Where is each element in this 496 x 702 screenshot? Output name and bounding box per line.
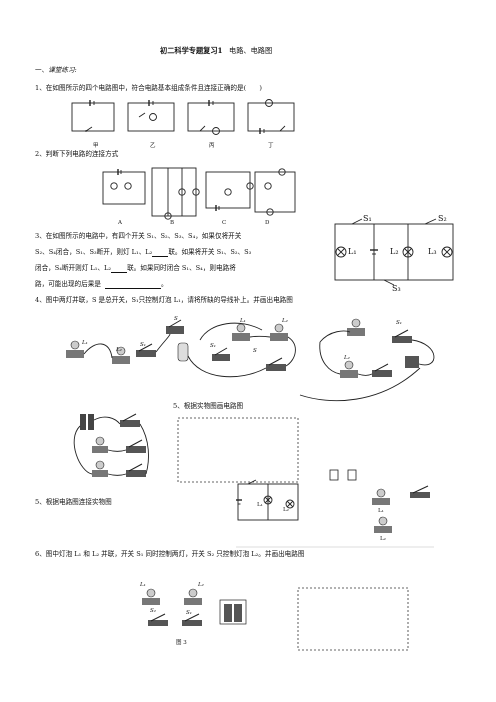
q4-label-l1-b: L₁: [240, 318, 246, 324]
answer-blank-2[interactable]: [111, 265, 128, 273]
q4-label-s-a: S: [174, 316, 178, 322]
answer-blank-3[interactable]: [104, 281, 161, 289]
question-1: 1、在如图所示的四个电路图中，符合电路基本组成条件且连接正确的是( ): [35, 84, 262, 92]
section-heading: 一、课堂练习:: [35, 66, 77, 74]
q1-label-ding: 丁: [268, 143, 274, 149]
q4-label-l2-b: L₂: [282, 318, 288, 324]
answer-blank-1[interactable]: [152, 249, 169, 257]
q3-label-l1: L₁: [348, 247, 357, 256]
circuit-b: [151, 167, 200, 220]
q3-label-s2: S₂: [438, 214, 447, 223]
q4-label-l1-a: L₁: [82, 340, 88, 346]
q4-label-s1-b: S₁: [210, 343, 216, 349]
q2-label-a: A: [118, 220, 122, 226]
question-2: 2、判断下列电路的连接方式: [35, 150, 119, 158]
circuit-c: [205, 171, 254, 211]
question-5a: 5、根据实物图画电路图: [173, 402, 244, 410]
page-title: 初二科学专题复习1 电路、电路图: [160, 46, 273, 55]
circuit-d: [254, 168, 296, 216]
q2-label-c: C: [222, 220, 227, 226]
q5b-object-label-l2: L₂: [380, 536, 386, 542]
figure-caption: 图 3: [176, 640, 187, 646]
circuit-ding: [247, 99, 295, 134]
q6-label-l1: L₁: [140, 582, 146, 588]
q1-label-bing: 丙: [209, 143, 215, 149]
q3-label-s3: S₃: [392, 284, 401, 293]
q4-label-s1-c: S₁: [396, 320, 402, 326]
q3-label-l2: L₂: [390, 247, 399, 256]
circuit-jia: [71, 100, 115, 132]
q3-label-s1: S₁: [363, 214, 372, 223]
circuit-bing: [187, 100, 235, 135]
q1-label-yi: 乙: [150, 143, 156, 149]
q4-label-s-b: S: [253, 348, 257, 354]
q4-label-l2-a: L₂: [116, 347, 122, 353]
q6-label-s2: S₂: [150, 608, 156, 614]
circuit-yi: [127, 100, 175, 132]
q2-label-d: D: [265, 220, 270, 226]
question-3-line-4: 路，可能出现的后果是。: [35, 280, 168, 289]
q5b-label-l2: L₂: [283, 507, 289, 513]
q6-label-l2: L₂: [198, 582, 204, 588]
q4-label-l2-c: L₂: [344, 355, 350, 361]
q6-label-s1: S₁: [186, 610, 192, 616]
question-3-line-1: 3、在如图所示的电路中，有四个开关 S₁、S₂、S₃、S₄，如果仅将开关: [35, 232, 242, 240]
q1-label-jia: 甲: [93, 143, 99, 149]
q4-label-s1-a: S₁: [140, 342, 146, 348]
q5b-object-label-l1: L₁: [378, 508, 384, 514]
q3-label-l3: L₃: [428, 247, 437, 256]
q5b-label-l1: L₁: [257, 502, 263, 508]
question-5b: 5、根据电路图连接实物图: [35, 498, 112, 506]
circuit-a: [102, 169, 146, 205]
question-6: 6、图中灯泡 L₁ 和 L₂ 并联，开关 S₁ 同时控制两灯，开关 S₂ 只控制…: [35, 550, 305, 558]
q2-label-b: B: [170, 220, 175, 226]
question-4: 4、图中两灯并联，S 是总开关，S₁只控制灯泡 L₁，请将所缺的导线补上。并画出…: [35, 296, 293, 304]
